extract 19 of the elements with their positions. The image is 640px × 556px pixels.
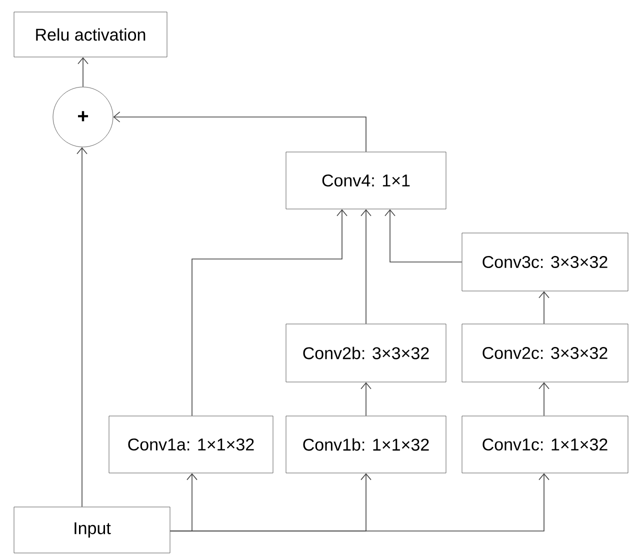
- arrow: [113, 112, 366, 152]
- arrow: [538, 382, 550, 416]
- arrow: [538, 291, 550, 324]
- layer-box: Conv1c: 1×1×32: [462, 416, 628, 474]
- arrow: [78, 57, 88, 88]
- layer-box: Conv1a: 1×1×32: [108, 416, 274, 474]
- layer-box: Conv1b: 1×1×32: [286, 416, 446, 474]
- layer-box: Relu activation: [14, 12, 168, 58]
- layer-box: Conv4: 1×1: [286, 152, 446, 210]
- arrow: [192, 209, 348, 416]
- input-box: Input: [14, 506, 170, 554]
- arrow: [384, 209, 462, 262]
- layer-box: Conv2b: 3×3×32: [286, 324, 446, 382]
- arrow: [360, 209, 372, 324]
- arrow: [170, 473, 550, 532]
- layer-box: Conv3c: 3×3×32: [462, 232, 628, 292]
- arrow: [360, 382, 372, 416]
- arrow: [76, 147, 88, 508]
- layer-box: Conv2c: 3×3×32: [462, 324, 628, 382]
